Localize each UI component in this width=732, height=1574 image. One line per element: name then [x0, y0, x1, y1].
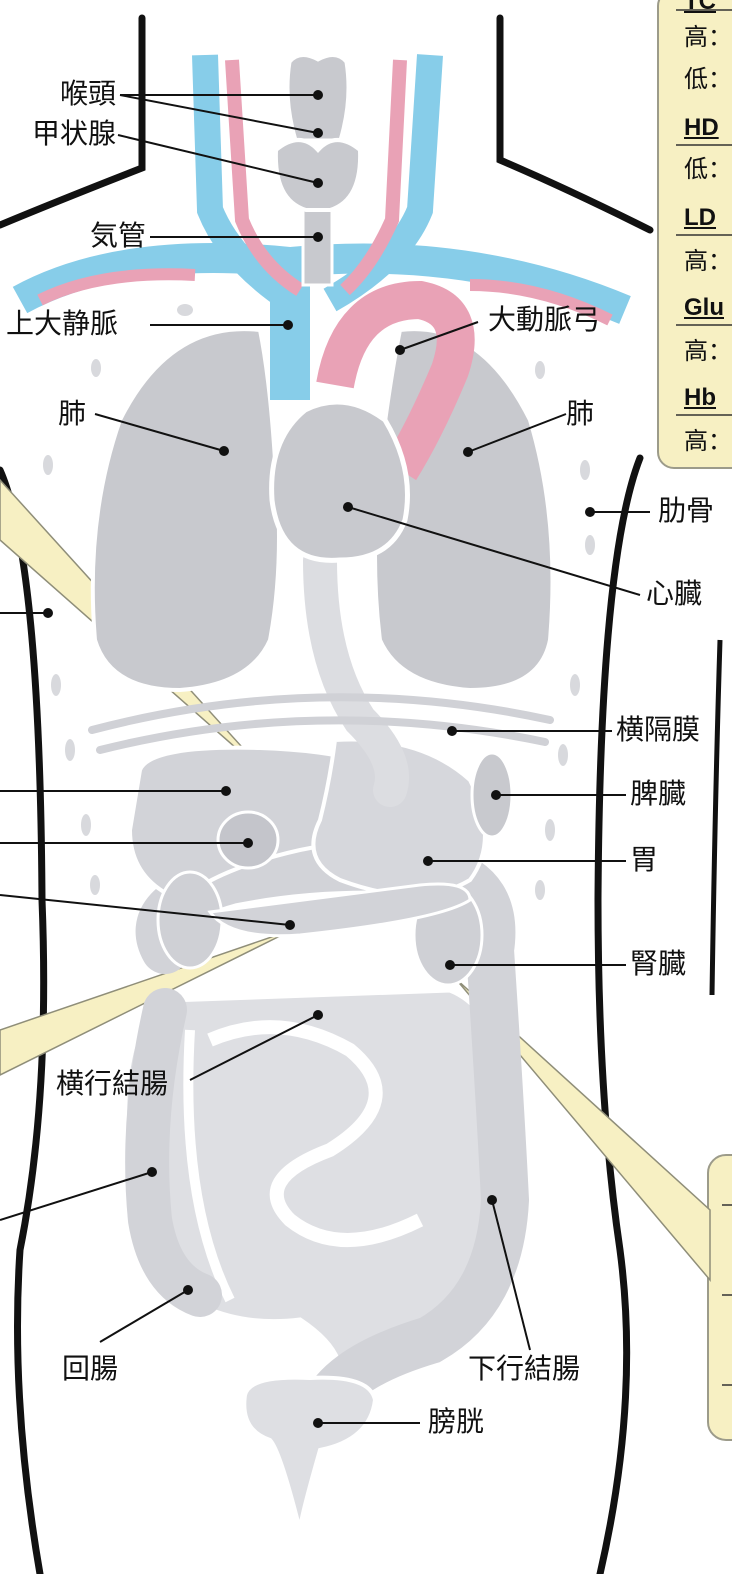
panel-value-row: 高： — [684, 338, 732, 365]
rib-dashes — [43, 304, 595, 900]
label-ileum: 回腸 — [62, 1352, 119, 1385]
label-thyroid: 甲状腺 — [31, 117, 116, 150]
panel-heading-tc: TC — [684, 0, 716, 15]
label-transverse-colon: 横行結腸 — [56, 1067, 169, 1100]
panel-value-row: 高： — [684, 248, 732, 275]
label-svc: 上大静脈 — [6, 307, 119, 340]
label-spleen: 脾臓 — [630, 777, 687, 810]
label-heart: 心臓 — [646, 577, 703, 610]
heart — [269, 399, 410, 563]
body-outline — [0, 14, 654, 1574]
esophagus — [303, 543, 409, 807]
panel-heading-hd: HD — [684, 114, 719, 141]
label-larynx: 喉頭 — [59, 77, 116, 110]
label-diaphragm: 横隔膜 — [616, 713, 701, 746]
label-bladder: 膀胱 — [428, 1405, 485, 1438]
label-lung-left: 肺 — [566, 397, 595, 430]
panel-value-row: 低： — [684, 66, 732, 93]
label-stomach: 胃 — [630, 843, 659, 876]
thyroid — [273, 138, 363, 212]
panel-heading-hb: Hb — [684, 384, 716, 411]
leader-dots — [43, 90, 595, 1428]
ileum — [125, 988, 222, 1317]
label-trachea: 気管 — [89, 219, 146, 252]
arteries — [37, 59, 613, 481]
panel-heading-ld: LD — [684, 204, 716, 231]
diaphragm — [88, 693, 554, 754]
callout-dividers — [722, 1204, 732, 1386]
label-lung-right: 肺 — [58, 397, 87, 430]
panel-value-row: 低： — [684, 156, 732, 183]
panel-value-row: 高： — [684, 428, 732, 455]
panel-value-row: 高： — [684, 24, 732, 51]
label-rib: 肋骨 — [658, 494, 715, 527]
panel-heading-glu: Glu — [684, 294, 724, 321]
label-descending-colon: 下行結腸 — [468, 1352, 581, 1385]
inner-rib-line — [709, 639, 723, 996]
kidney-right — [156, 870, 224, 970]
lung-right — [90, 327, 281, 693]
panel-dividers — [676, 9, 732, 416]
leader-lines — [0, 94, 650, 1424]
callout-box — [707, 1154, 732, 1441]
bladder — [242, 1375, 378, 1531]
label-kidney: 腎臓 — [630, 947, 687, 980]
label-aortic-arch: 大動脈弓 — [488, 303, 601, 336]
colon — [135, 842, 530, 1444]
info-panel — [657, 0, 732, 469]
